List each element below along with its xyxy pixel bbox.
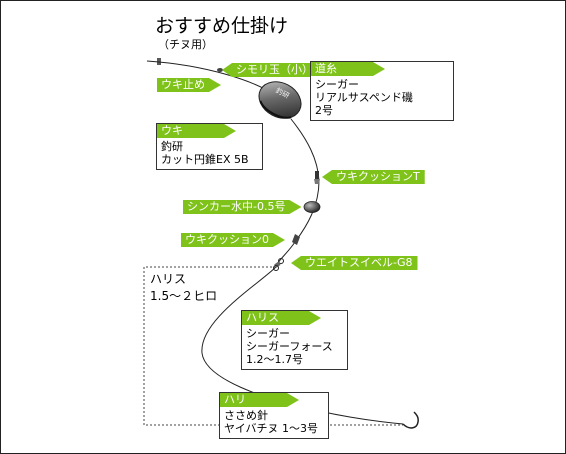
tag-sinker: シンカー水中-0.5号 [183, 200, 301, 214]
box-uki: ウキ 釣研 カット円錐EX 5B [156, 123, 263, 170]
sinker [303, 201, 321, 213]
tag-shimori: シモリ玉（小） [222, 63, 318, 77]
tag-swivel: ウエイトスイベル-G8 [291, 256, 418, 270]
box-michi-ito-line: シーガー [315, 78, 359, 91]
harisu-length-line: ハリス [150, 272, 187, 286]
uki-stop-knot [157, 58, 161, 65]
box-harisu-line: シーガー [246, 327, 290, 340]
tag-cushion-0: ウキクッション0 [181, 233, 285, 247]
box-harisu-header: ハリス [242, 311, 321, 325]
harisu-length-label: ハリス 1.5～２ヒロ [150, 271, 217, 305]
box-michi-ito: 道糸 シーガー リアルサスペンド磯 2号 [310, 61, 454, 121]
cushion-t [314, 171, 320, 184]
page-title: おすすめ仕掛け [155, 15, 289, 37]
harisu-length-line: 1.5～２ヒロ [150, 289, 218, 303]
box-uki-line: 釣研 [161, 140, 183, 153]
tag-cushion-t: ウキクッションT [322, 170, 425, 184]
leader-line [201, 266, 404, 425]
shimori-bead [217, 68, 223, 72]
box-michi-ito-line: 2号 [315, 104, 333, 117]
box-harisu-line: シーガーフォース [246, 340, 333, 353]
box-uki-header: ウキ [157, 124, 236, 138]
box-harisu: ハリス シーガー シーガーフォース 1.2～1.7号 [241, 310, 348, 370]
box-harisu-line: 1.2～1.7号 [246, 353, 303, 366]
hook [402, 411, 419, 429]
box-michi-ito-header: 道糸 [311, 62, 385, 76]
box-michi-ito-line: リアルサスペンド磯 [315, 91, 413, 104]
cushion-0 [292, 234, 300, 245]
box-hari-line: ささめ針 [224, 409, 268, 422]
harisu-length-bracket [143, 266, 403, 426]
box-hari: ハリ ささめ針 ヤイバチヌ 1～3号 [219, 392, 329, 439]
box-uki-line: カット円錐EX 5B [161, 153, 249, 166]
box-hari-line: ヤイバチヌ 1～3号 [224, 422, 319, 435]
float: 釣研 [258, 81, 302, 119]
page-subtitle: （チヌ用） [158, 38, 213, 51]
tag-uki-stop: ウキ止め [157, 78, 221, 92]
swivel [273, 258, 284, 271]
box-hari-header: ハリ [220, 393, 299, 407]
